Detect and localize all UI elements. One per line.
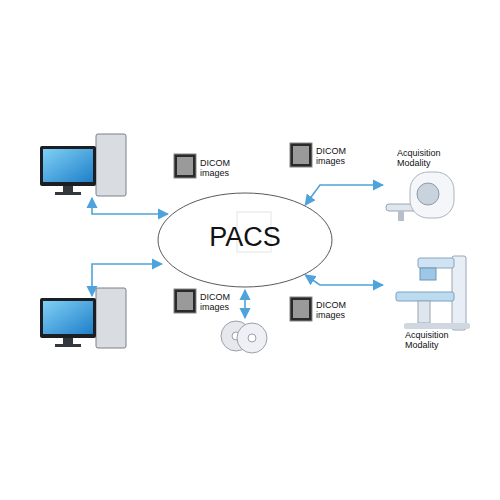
thumb-image bbox=[177, 157, 193, 175]
edge-label: DICOM images bbox=[316, 146, 354, 167]
modality-label: Acquisition Modality bbox=[397, 148, 459, 169]
xray-tube bbox=[420, 268, 436, 280]
dicom-thumbnail bbox=[290, 143, 312, 167]
ellipse-shape bbox=[158, 193, 332, 287]
pc-tower bbox=[96, 134, 126, 196]
dicom-thumbnail bbox=[174, 154, 196, 178]
monitor-base bbox=[55, 344, 81, 347]
monitor-frame bbox=[40, 146, 96, 186]
workstation-icon bbox=[40, 288, 126, 348]
pacs-ellipse: PACS bbox=[157, 192, 333, 288]
monitor-frame bbox=[40, 298, 96, 338]
modality-node: Acquisition Modality bbox=[383, 250, 483, 350]
disc bbox=[237, 323, 267, 353]
image-label: DICOM images bbox=[200, 292, 238, 313]
monitor-base bbox=[55, 192, 81, 195]
dicom-thumbnail bbox=[174, 289, 196, 313]
disc-icon bbox=[221, 321, 267, 353]
table-stand bbox=[418, 301, 430, 323]
monitor-screen bbox=[43, 149, 93, 182]
modality-node: Acquisition Modality bbox=[383, 140, 475, 225]
modality-label: Acquisition Modality bbox=[405, 330, 467, 351]
bed-leg bbox=[398, 211, 404, 221]
xray-machine bbox=[396, 256, 470, 330]
workstation-icon bbox=[40, 134, 126, 196]
link-arrow bbox=[244, 290, 246, 318]
edge-label: DICOM images bbox=[316, 300, 354, 321]
thumb-frame bbox=[290, 297, 312, 321]
mri-scanner bbox=[386, 172, 454, 221]
dicom-thumbnail bbox=[290, 297, 312, 321]
thumb-image bbox=[293, 146, 309, 164]
connector-arrow bbox=[305, 185, 383, 205]
connector-arrow bbox=[305, 275, 383, 285]
monitor-screen bbox=[43, 301, 93, 334]
thumb-frame bbox=[290, 143, 312, 167]
monitor-stand bbox=[63, 338, 73, 344]
image-label: DICOM images bbox=[200, 158, 238, 179]
link-arrow bbox=[92, 198, 168, 214]
xray-base bbox=[404, 323, 470, 329]
pc-tower bbox=[96, 288, 126, 348]
node-title: PACS bbox=[157, 222, 333, 253]
disc-hole bbox=[248, 334, 256, 342]
xray-table bbox=[396, 292, 454, 301]
scanner-gantry bbox=[410, 172, 454, 218]
monitor-stand bbox=[63, 186, 73, 192]
thumb-image bbox=[293, 300, 309, 318]
xray-arm bbox=[418, 258, 454, 268]
scanner-bore bbox=[417, 183, 439, 205]
thumb-frame bbox=[174, 289, 196, 313]
link-arrow bbox=[92, 264, 162, 296]
thumb-frame bbox=[174, 154, 196, 178]
thumb-image bbox=[177, 292, 193, 310]
